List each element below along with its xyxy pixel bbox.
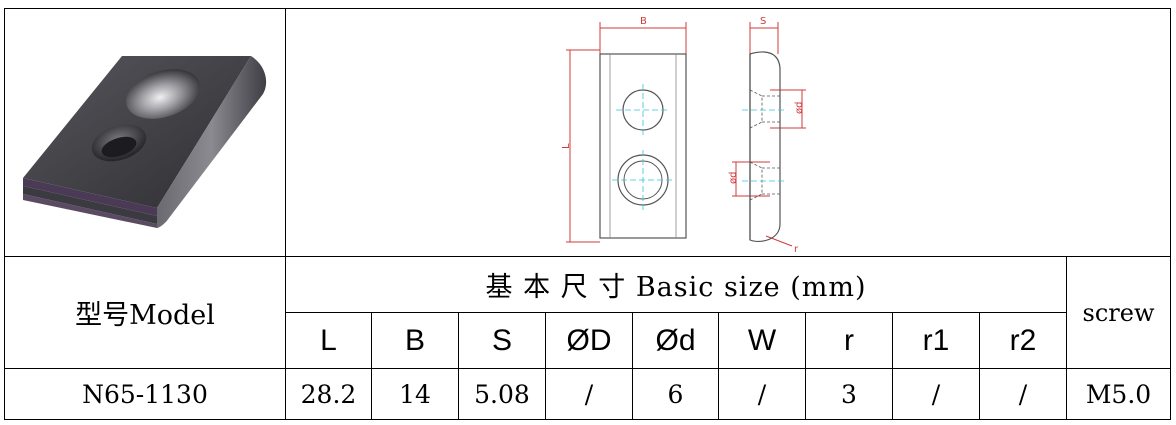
value-l: 28.2 — [285, 368, 372, 420]
value-r: 3 — [805, 368, 893, 420]
side-view — [742, 50, 786, 242]
col-header-l: L — [285, 312, 372, 369]
dim-label-l: L — [561, 143, 572, 149]
dim-label-s: S — [760, 16, 766, 27]
part-rounded-side — [157, 55, 267, 228]
basic-size-header: 基 本 尺 寸 Basic size (mm) — [285, 256, 1067, 313]
screw-value: M5.0 — [1065, 368, 1172, 420]
col-header-b: B — [371, 312, 459, 369]
dim-label-radius: r — [794, 244, 799, 255]
col-header-r: r — [805, 312, 893, 369]
value-s: 5.08 — [458, 368, 546, 420]
countersunk-hole-large — [126, 68, 200, 119]
col-header-outer-diameter: ØD — [545, 312, 633, 369]
dim-label-small-hole: ød — [728, 171, 739, 183]
model-value: N65-1130 — [4, 368, 286, 420]
dim-label-b: B — [640, 16, 647, 27]
technical-drawing: B L S ød ød r — [561, 16, 806, 255]
col-header-w: W — [718, 312, 806, 369]
product-render-cell — [4, 8, 286, 257]
dim-label-big-hole: ød — [794, 101, 805, 113]
screw-header: screw — [1065, 256, 1172, 369]
value-w: / — [718, 368, 806, 420]
front-view — [599, 52, 687, 239]
model-header: 型号Model — [4, 256, 286, 369]
product-render-image — [23, 55, 267, 228]
col-header-r2: r2 — [979, 312, 1067, 369]
value-outer-diameter: / — [545, 368, 633, 420]
technical-drawing-cell: B L S ød ød r — [284, 8, 1172, 257]
value-inner-diameter: 6 — [632, 368, 719, 420]
spec-table: B L S ød ød r — [4, 8, 1172, 420]
col-header-inner-diameter: Ød — [632, 312, 719, 369]
col-header-r1: r1 — [892, 312, 980, 369]
table-row: N65-1130 28.2 14 5.08 / 6 / 3 / / M5.0 — [4, 368, 1172, 420]
value-r1: / — [892, 368, 980, 420]
col-header-s: S — [458, 312, 546, 369]
value-b: 14 — [371, 368, 459, 420]
value-r2: / — [979, 368, 1067, 420]
